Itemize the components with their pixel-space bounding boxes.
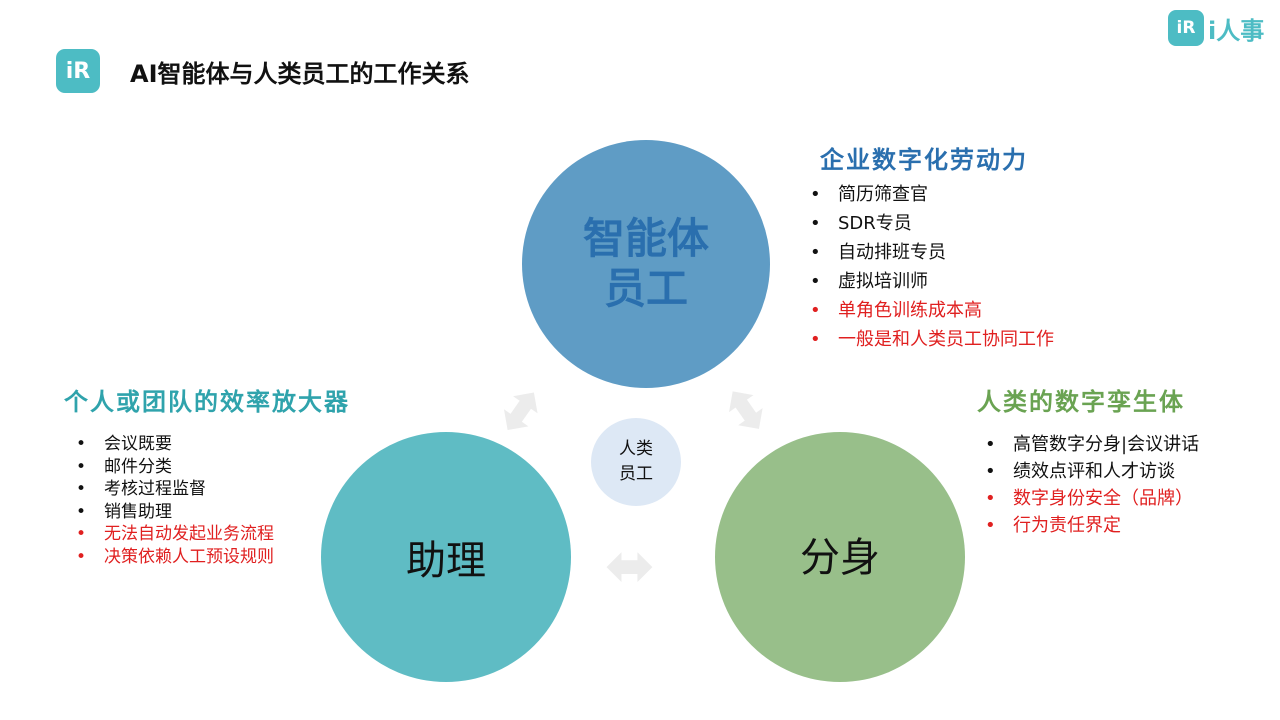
circle-label: 助理 xyxy=(406,538,486,584)
agent-employee-circle: 智能体 员工 xyxy=(522,140,770,388)
list-item: 数字身份安全（品牌） xyxy=(985,485,1199,512)
double-arrow-icon: ⬌ xyxy=(477,369,564,451)
double-arrow-icon: ⬌ xyxy=(605,531,656,601)
app-logo: iR xyxy=(56,49,100,93)
agent-list: 简历筛查官 SDR专员 自动排班专员 虚拟培训师 单角色训练成本高 一般是和人类… xyxy=(810,180,1054,354)
avatar-circle: 分身 xyxy=(715,432,965,682)
assistant-list: 会议既要 邮件分类 考核过程监督 销售助理 无法自动发起业务流程 决策依赖人工预… xyxy=(76,433,274,569)
brand-name: i人事 xyxy=(1208,16,1265,45)
assistant-circle: 助理 xyxy=(321,432,571,682)
list-item: 绩效点评和人才访谈 xyxy=(985,458,1199,485)
list-item: 会议既要 xyxy=(76,433,274,456)
list-item: 虚拟培训师 xyxy=(810,267,1054,296)
section-heading: 人类的数字孪生体 xyxy=(977,388,1185,416)
list-item: 销售助理 xyxy=(76,501,274,524)
double-arrow-icon: ⬌ xyxy=(704,369,791,451)
list-item: 高管数字分身|会议讲话 xyxy=(985,431,1199,458)
list-item: 考核过程监督 xyxy=(76,478,274,501)
brand-icon: iR xyxy=(1168,10,1204,46)
list-item: SDR专员 xyxy=(810,209,1054,238)
center-label: 人类 xyxy=(619,439,653,460)
list-item: 行为责任界定 xyxy=(985,512,1199,539)
logo-text: iR xyxy=(65,58,91,84)
section-heading: 企业数字化劳动力 xyxy=(820,146,1028,174)
circle-label: 员工 xyxy=(603,264,688,313)
brand-logo: iR i人事 xyxy=(1168,10,1264,46)
list-item: 自动排班专员 xyxy=(810,238,1054,267)
page-title: AI智能体与人类员工的工作关系 xyxy=(130,60,470,88)
list-item: 决策依赖人工预设规则 xyxy=(76,546,274,569)
section-heading: 个人或团队的效率放大器 xyxy=(64,388,350,416)
list-item: 单角色训练成本高 xyxy=(810,296,1054,325)
avatar-list: 高管数字分身|会议讲话 绩效点评和人才访谈 数字身份安全（品牌） 行为责任界定 xyxy=(985,431,1199,539)
center-label: 员工 xyxy=(619,464,653,484)
list-item: 邮件分类 xyxy=(76,456,274,479)
circle-label: 智能体 xyxy=(582,213,709,263)
human-employee-circle: 人类 员工 xyxy=(591,418,681,506)
circle-label: 分身 xyxy=(800,535,880,581)
list-item: 一般是和人类员工协同工作 xyxy=(810,325,1054,354)
list-item: 无法自动发起业务流程 xyxy=(76,523,274,546)
list-item: 简历筛查官 xyxy=(810,180,1054,209)
